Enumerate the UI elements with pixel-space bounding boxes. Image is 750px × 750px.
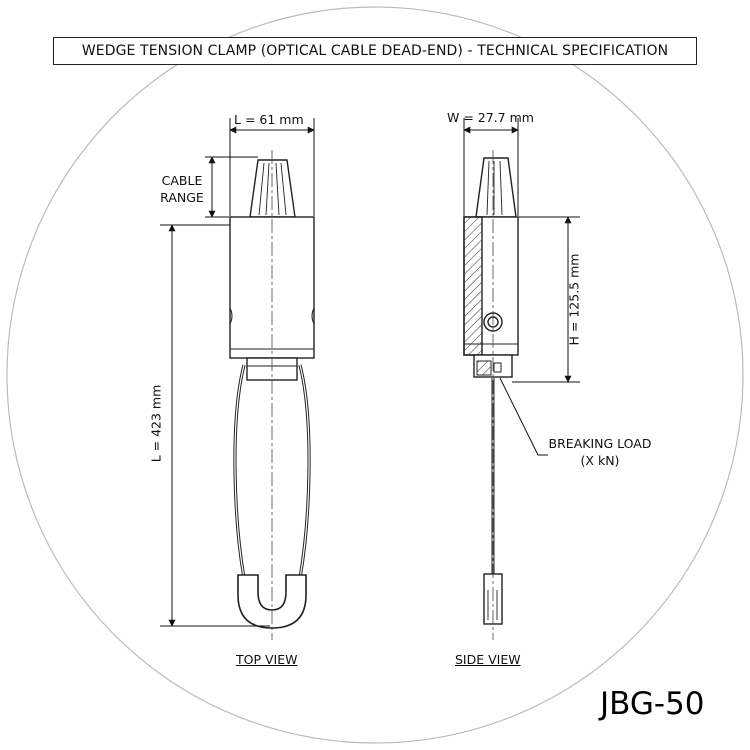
top-view-drawing	[229, 150, 315, 640]
top-view-label: TOP VIEW	[236, 652, 298, 667]
wedge-cone	[249, 159, 296, 218]
top-view-dimensions	[160, 118, 315, 627]
height-side-label: H = 125.5 mm	[566, 253, 582, 346]
wedge-top-side	[475, 157, 517, 218]
width-side-label: W = 27.7 mm	[447, 110, 534, 125]
total-length-label: L = 423 mm	[148, 384, 164, 463]
side-view-dimensions	[463, 118, 580, 456]
cable-range-text: CABLE RANGE	[160, 173, 204, 205]
background-circle	[6, 6, 744, 744]
side-view-label: SIDE VIEW	[455, 652, 521, 667]
page-title: WEDGE TENSION CLAMP (OPTICAL CABLE DEAD-…	[53, 37, 697, 65]
breaking-load-text: BREAKING LOAD (X kN)	[548, 436, 652, 468]
side-view-drawing	[463, 150, 519, 640]
length-top-label: L = 61 mm	[234, 112, 304, 127]
breaking-load-label: BREAKING LOAD (X kN)	[540, 435, 660, 469]
thimble	[237, 574, 307, 629]
cable-range-label: CABLE RANGE	[152, 172, 212, 206]
model-number: JBG-50	[600, 686, 705, 722]
